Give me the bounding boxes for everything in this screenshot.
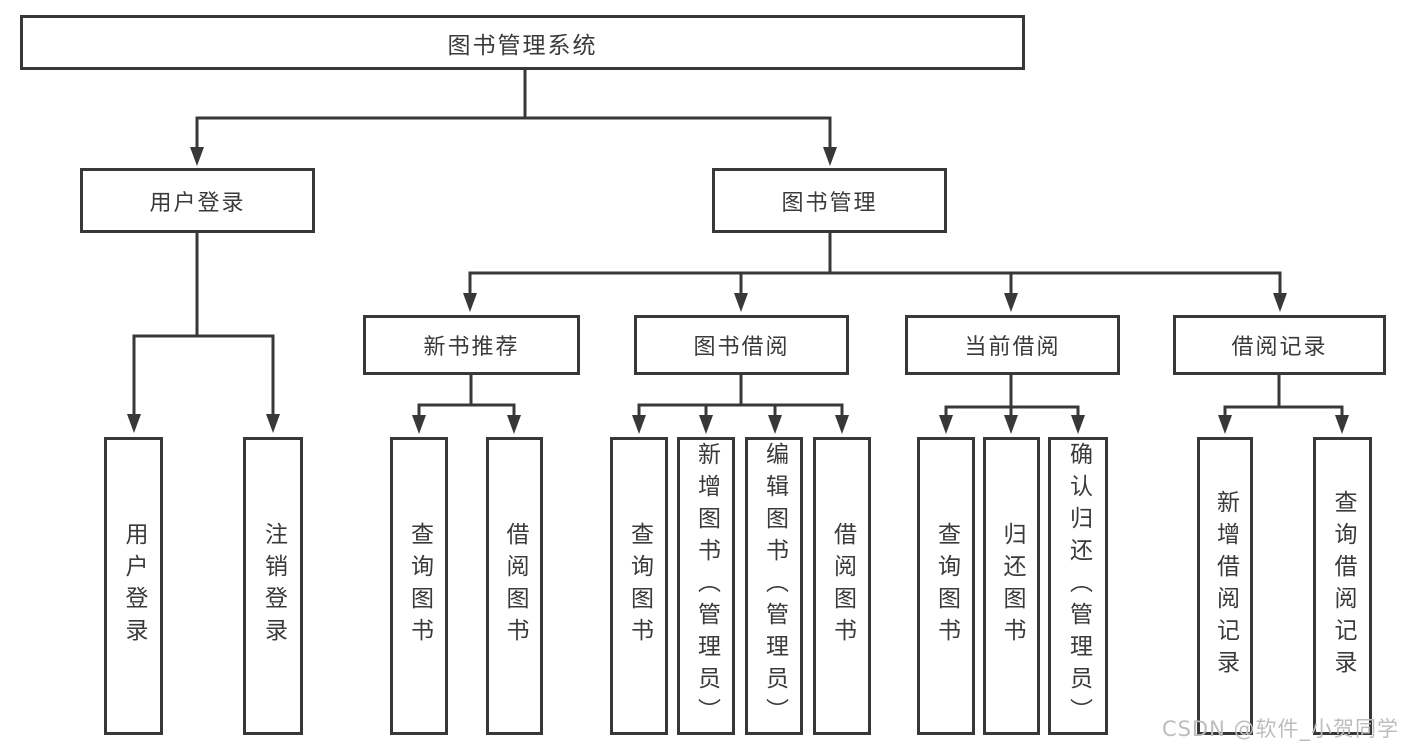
arrowhead-icons <box>127 147 1349 434</box>
node-borrow-records: 借阅记录 <box>1173 315 1386 375</box>
leaf-label: 归还图书 <box>999 522 1025 650</box>
leaf-newbook-borrow-books: 借阅图书 <box>486 437 543 735</box>
leaf-label: 查询图书 <box>933 522 960 650</box>
leaf-label: 借阅图书 <box>502 522 528 650</box>
leaf-label: 确认归还（管理员） <box>1065 442 1092 730</box>
leaf-label: 用户登录 <box>121 522 147 650</box>
leaf-logout: 注销登录 <box>243 437 303 735</box>
leaf-label: 编辑图书（管理员） <box>761 442 788 730</box>
leaf-confirm-return-admin: 确认归还（管理员） <box>1048 437 1108 735</box>
leaf-newbook-query-books: 查询图书 <box>390 437 448 735</box>
leaf-current-query-books: 查询图书 <box>917 437 975 735</box>
leaf-label: 查询图书 <box>626 522 653 650</box>
node-label: 新书推荐 <box>423 335 520 360</box>
leaf-edit-books-admin: 编辑图书（管理员） <box>745 437 803 735</box>
node-label: 借阅记录 <box>1231 335 1328 360</box>
node-label: 图书借阅 <box>693 335 790 360</box>
leaf-add-borrow-record: 新增借阅记录 <box>1197 437 1253 735</box>
leaf-query-borrow-record: 查询借阅记录 <box>1313 437 1372 735</box>
node-label: 当前借阅 <box>964 335 1061 360</box>
leaf-label: 新增图书（管理员） <box>693 442 720 730</box>
node-new-book-recommend: 新书推荐 <box>363 315 580 375</box>
leaf-label: 查询借阅记录 <box>1330 490 1356 682</box>
leaf-label: 新增借阅记录 <box>1212 490 1239 682</box>
leaf-label: 注销登录 <box>260 522 287 650</box>
leaf-borrow-query-books: 查询图书 <box>610 437 668 735</box>
node-user-login-branch: 用户登录 <box>80 168 315 233</box>
node-current-borrow: 当前借阅 <box>905 315 1120 375</box>
node-root-system: 图书管理系统 <box>20 15 1025 70</box>
leaf-return-books: 归还图书 <box>983 437 1040 735</box>
leaf-user-login: 用户登录 <box>104 437 163 735</box>
leaf-borrow-books: 借阅图书 <box>813 437 871 735</box>
leaf-add-books-admin: 新增图书（管理员） <box>677 437 735 735</box>
node-book-borrow: 图书借阅 <box>634 315 849 375</box>
node-label: 用户登录 <box>149 190 246 216</box>
node-label: 图书管理系统 <box>447 32 598 59</box>
node-label: 图书管理 <box>781 190 878 216</box>
leaf-label: 查询图书 <box>406 522 433 650</box>
leaf-label: 借阅图书 <box>829 522 856 650</box>
node-book-management-branch: 图书管理 <box>712 168 947 233</box>
